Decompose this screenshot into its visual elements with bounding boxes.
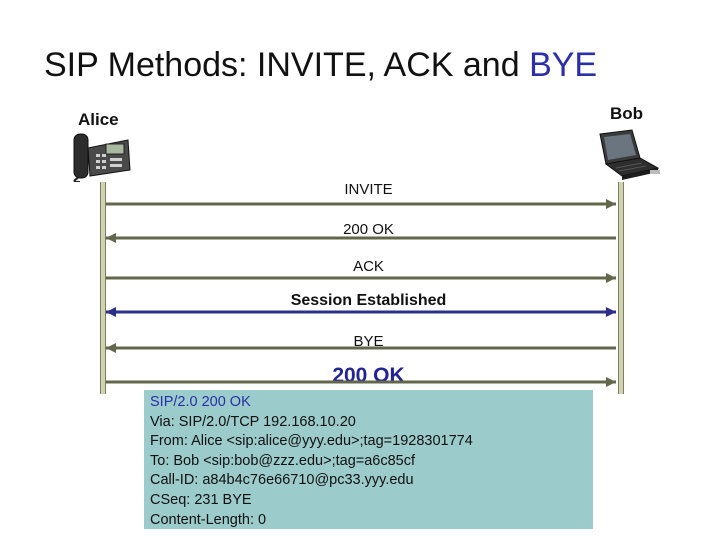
slide-title: SIP Methods: INVITE, ACK and BYE <box>44 46 597 85</box>
title-main: SIP Methods: INVITE, ACK and <box>44 46 530 84</box>
message-label-bye: BYE <box>353 333 384 350</box>
via-header: Via: SIP/2.0/TCP 192.168.10.20 <box>150 413 356 430</box>
message-label-ack: ACK <box>353 258 384 275</box>
status-line: SIP/2.0 200 OK <box>150 394 251 410</box>
cseq-header: CSeq: 231 BYE <box>150 491 252 508</box>
to-header: To: Bob <sip:bob@zzz.edu>;tag=a6c85cf <box>150 452 416 469</box>
arrow-invite <box>106 199 616 209</box>
message-label-invite: INVITE <box>344 181 393 198</box>
from-header: From: Alice <sip:alice@yyy.edu>;tag=1928… <box>150 433 473 450</box>
arrow-bye <box>106 343 616 353</box>
message-label-200-ok: 200 OK <box>343 221 394 238</box>
alice-lifeline <box>100 182 106 394</box>
alice-label: Alice <box>78 110 119 129</box>
arrow-ack <box>106 273 616 283</box>
content-length-header: Content-Length: 0 <box>150 511 267 528</box>
response-detail-box: SIP/2.0 200 OK Via: SIP/2.0/TCP 192.168.… <box>144 390 593 529</box>
message-label-session: Session Established <box>290 292 447 309</box>
bob-lifeline <box>618 182 624 394</box>
arrow-final-200-ok <box>106 377 616 387</box>
laptop-icon <box>599 129 660 180</box>
arrow-session <box>106 307 616 317</box>
title-accent: BYE <box>529 46 598 84</box>
arrow-200-ok <box>106 233 616 243</box>
bob-label: Bob <box>610 104 644 123</box>
call-id-header: Call-ID: a84b4c76e66710@pc33.yyy.edu <box>150 472 414 489</box>
desk-phone-icon <box>73 133 131 182</box>
